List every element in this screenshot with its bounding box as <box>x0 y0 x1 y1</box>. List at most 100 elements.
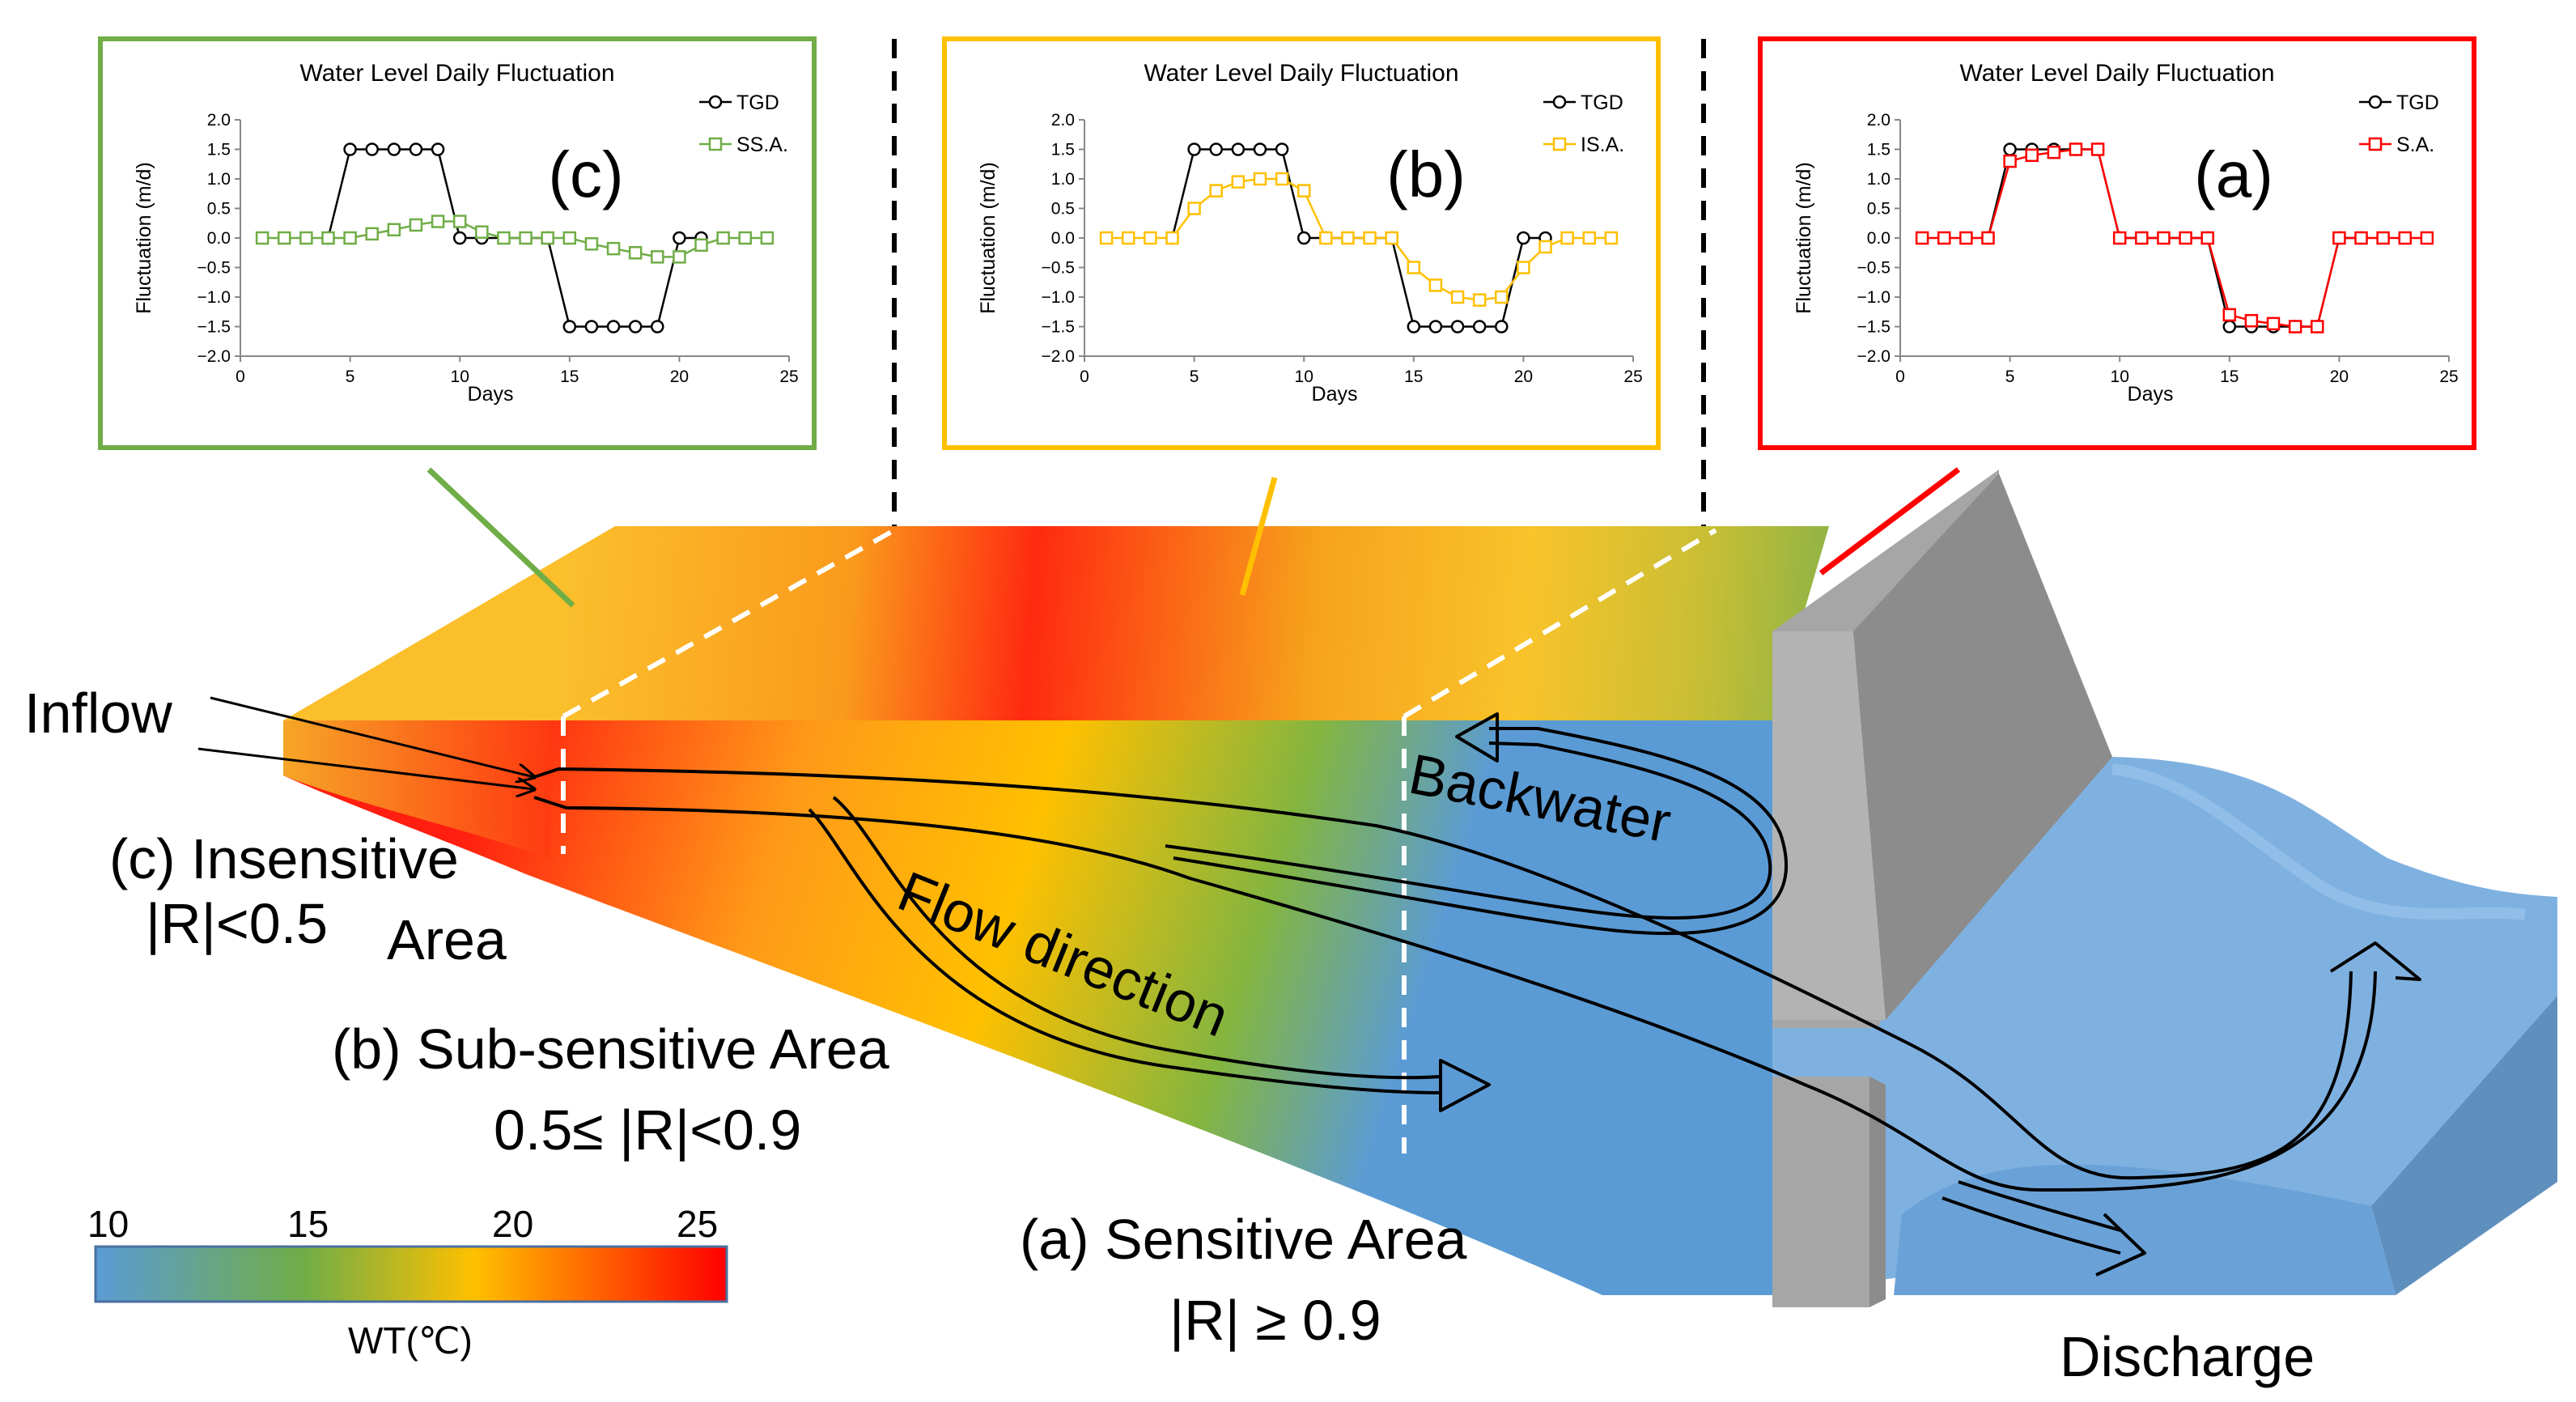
y-tick-label: −1.5 <box>1042 318 1075 337</box>
data-point <box>1937 231 1951 245</box>
x-tick-label: 15 <box>560 367 579 386</box>
y-tick-label: 0.0 <box>1051 229 1075 248</box>
y-axis-label: Fluctuation (m/d) <box>977 162 999 314</box>
dam <box>1772 469 2112 1307</box>
chart-panel-a: Water Level Daily Fluctuation2.01.51.00.… <box>1758 36 2476 450</box>
y-tick-label: 1.0 <box>207 170 231 189</box>
data-point <box>1231 175 1246 189</box>
data-point <box>2047 145 2061 159</box>
data-point <box>387 142 401 156</box>
y-tick-label: 2.0 <box>1051 111 1075 130</box>
y-tick-label: −2.0 <box>1857 347 1891 366</box>
x-tick-label: 15 <box>2220 367 2239 386</box>
data-point <box>1428 320 1443 334</box>
data-point <box>2179 231 2192 245</box>
data-point <box>343 231 357 245</box>
data-point <box>1959 231 1973 245</box>
x-tick-label: 25 <box>779 367 798 386</box>
leader-line-c <box>427 467 575 608</box>
data-point <box>1319 231 1333 245</box>
data-point <box>2288 320 2302 334</box>
panel-letter: (a) <box>2194 138 2273 210</box>
data-point <box>1209 184 1223 198</box>
legend-label: TGD <box>1581 91 1623 114</box>
y-tick-label: 1.0 <box>1051 170 1075 189</box>
data-point <box>519 231 533 245</box>
y-tick-label: −2.0 <box>197 347 231 366</box>
y-tick-label: −0.5 <box>1857 259 1891 278</box>
data-point <box>1275 142 1289 156</box>
data-point <box>1604 231 1619 245</box>
legend-marker <box>1552 137 1567 151</box>
colorbar-tick: 15 <box>287 1203 329 1245</box>
data-point <box>1209 142 1223 156</box>
data-point <box>2244 313 2259 328</box>
x-tick-label: 10 <box>2111 367 2129 386</box>
leader-line-b <box>1239 477 1278 596</box>
sensitive-range: |R| ≥ 0.9 <box>1169 1289 1381 1352</box>
data-point <box>651 320 664 334</box>
x-tick-label: 5 <box>346 367 355 386</box>
data-point <box>1450 320 1465 334</box>
y-tick-label: −2.0 <box>1042 347 1075 366</box>
x-tick-label: 10 <box>1295 367 1313 386</box>
y-tick-label: 0.5 <box>1051 200 1075 219</box>
discharge-label: Discharge <box>2060 1325 2315 1388</box>
data-point <box>475 225 489 239</box>
data-point <box>1428 278 1443 292</box>
legend-label: TGD <box>736 91 779 114</box>
backwater-arrow <box>1165 712 1789 936</box>
data-point <box>760 231 774 245</box>
x-axis-label: Days <box>2128 383 2174 406</box>
data-point <box>365 142 379 156</box>
data-point <box>1517 261 1530 274</box>
flow-direction-arrow <box>533 767 2421 1277</box>
data-point <box>2266 317 2281 331</box>
chart-title: Water Level Daily Fluctuation <box>1959 60 2274 87</box>
y-tick-label: 1.0 <box>1867 170 1891 189</box>
panel-letter: (c) <box>548 138 623 210</box>
data-point <box>584 320 599 334</box>
data-point <box>452 215 467 228</box>
y-axis-label: Fluctuation (m/d) <box>1793 162 1815 314</box>
subsensitive-range: 0.5≤ |R|<0.9 <box>494 1098 801 1162</box>
x-tick-label: 0 <box>1080 367 1089 386</box>
y-axis-label: Fluctuation (m/d) <box>133 162 155 314</box>
x-axis-label: Days <box>1312 383 1358 406</box>
data-point <box>606 320 621 334</box>
y-tick-label: 1.5 <box>207 141 231 159</box>
data-point <box>2069 142 2083 156</box>
subsensitive-area-label: (b) Sub-sensitive Area <box>332 1018 889 1081</box>
data-point <box>562 231 577 245</box>
y-tick-label: −1.0 <box>197 288 231 307</box>
data-point <box>1915 231 1929 245</box>
data-point <box>2135 231 2149 245</box>
data-point <box>1187 142 1201 156</box>
data-point <box>673 250 686 264</box>
chart-title: Water Level Daily Fluctuation <box>299 60 614 87</box>
y-tick-label: 1.5 <box>1867 141 1891 159</box>
x-tick-label: 25 <box>2439 367 2458 386</box>
y-tick-label: −0.5 <box>197 259 231 278</box>
data-point <box>1121 231 1135 245</box>
data-point <box>1495 290 1509 304</box>
reservoir-surface <box>283 526 1829 720</box>
data-point <box>673 231 686 245</box>
data-point <box>2222 308 2237 322</box>
data-point <box>1538 240 1552 254</box>
data-point <box>2003 154 2017 168</box>
data-point <box>1231 142 1246 156</box>
data-point <box>584 237 599 251</box>
data-point <box>2332 231 2346 245</box>
data-point <box>2157 231 2171 245</box>
x-tick-label: 0 <box>236 367 245 386</box>
data-point <box>2311 320 2324 334</box>
y-tick-label: 0.0 <box>1867 229 1891 248</box>
data-point <box>1275 172 1289 186</box>
data-point <box>1407 261 1421 274</box>
data-point <box>1407 320 1421 334</box>
y-tick-label: −0.5 <box>1042 259 1075 278</box>
legend-marker <box>1552 95 1567 109</box>
data-point <box>2090 142 2105 156</box>
data-point <box>1450 290 1465 304</box>
